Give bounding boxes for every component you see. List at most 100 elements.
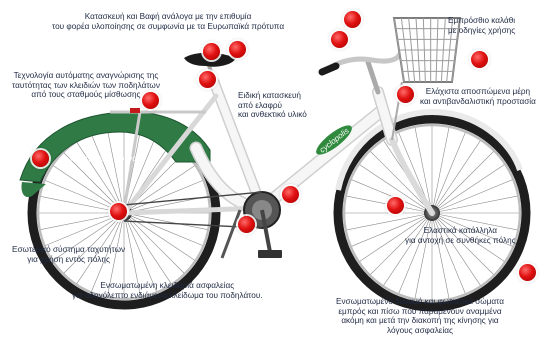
spoke xyxy=(431,164,505,214)
tires-line-2: για αντοχή σε συνθήκες πόλης xyxy=(405,235,516,245)
spoke xyxy=(346,212,433,231)
label-brakes: Προηγμένα φρένα xyxy=(70,153,138,164)
spoke xyxy=(76,212,125,284)
rear-light xyxy=(130,108,140,113)
spoke xyxy=(370,151,433,214)
label-anti-vandal: Ελάχιστα αποσπώμενα μέρη και αντιβανδαλι… xyxy=(420,87,536,106)
marker-tires xyxy=(519,264,536,281)
anti-vandal-line-1: Ελάχιστα αποσπώμενα μέρη xyxy=(425,87,531,96)
spoke xyxy=(107,129,125,214)
marker-saddle-handlebar xyxy=(331,31,348,48)
spoke xyxy=(431,179,513,214)
spoke xyxy=(123,134,157,214)
marker-rear-rack xyxy=(142,92,159,109)
tires-line-1: Ελαστικά κατάλληλα xyxy=(423,226,497,235)
spoke xyxy=(359,212,433,262)
lock-line-2: για οδηγόλεπτο ενδιάμεσο κλείδωμα του πο… xyxy=(72,290,263,300)
marker-lock xyxy=(238,216,255,233)
dynamo-lights-line-3: ακόμη και μετά την διακοπή της κίνησης γ… xyxy=(341,316,499,326)
front-basket-line-1: Εμπρόσθιο καλάθι xyxy=(448,16,516,25)
marker-front-basket xyxy=(471,51,488,68)
auto-recognition-line-3: από τους σταθμούς μίσθωσης xyxy=(31,90,141,100)
label-auto-recognition: Τεχνολογία αυτόματης αναγνώρισης της ταυ… xyxy=(12,71,160,100)
marker-brakes xyxy=(32,150,49,167)
internal-gears-line-2: για χρήση εντός πόλης xyxy=(27,254,110,264)
spoke xyxy=(398,212,433,294)
spoke xyxy=(431,212,450,299)
brakes-text: Προηγμένα φρένα xyxy=(70,153,138,163)
spoke xyxy=(91,134,125,214)
dynamo-lights-line-4: λόγους ασφαλείας xyxy=(387,325,453,335)
spoke xyxy=(431,127,450,214)
spoke xyxy=(45,212,125,246)
marker-anti-vandal xyxy=(397,86,414,103)
spoke xyxy=(123,212,195,261)
kickstand xyxy=(220,209,242,259)
fender-tip xyxy=(21,182,46,198)
spoke xyxy=(107,212,125,297)
spoke xyxy=(91,212,125,292)
spoke xyxy=(431,140,481,214)
dynamo-lights-line-2: εμπρός και πίσω που παραμένουν αναμμένα xyxy=(338,306,502,316)
spoke xyxy=(431,212,518,231)
spoke xyxy=(123,212,157,292)
marker-internal-gears xyxy=(110,203,127,220)
label-internal-gears: Εσωτερικό σύστημα ταχυτήτων για χρήση εν… xyxy=(12,245,125,264)
rear-rack xyxy=(110,110,206,211)
handlebar xyxy=(318,51,403,95)
spoke xyxy=(431,151,494,214)
spoke xyxy=(431,212,481,286)
spoke xyxy=(63,212,125,274)
auto-recognition-line-2: ταυτότητας των κλειδιών των ποδηλάτων xyxy=(12,80,160,90)
spoke xyxy=(431,212,466,294)
front-basket xyxy=(391,17,462,141)
spoke xyxy=(383,212,433,286)
dynamo-lights-line-1: Ενσωματωμένο δυναμό και φωτιστικά σώματα xyxy=(336,297,504,306)
spoke xyxy=(431,132,466,214)
spoke xyxy=(431,195,518,214)
auto-recognition-line-1: Τεχνολογία αυτόματης αναγνώρισης της xyxy=(13,71,159,80)
spoke xyxy=(414,212,433,299)
spoke xyxy=(123,212,185,274)
label-tires: Ελαστικά κατάλληλα για αντοχή σε συνθήκε… xyxy=(405,226,516,245)
lock-line-1: Ενσωματωμένη κλειδαριά ασφαλείας xyxy=(100,281,235,290)
front-basket-line-2: με οδηγίες χρήσης xyxy=(448,25,516,35)
internal-gears-line-1: Εσωτερικό σύστημα ταχυτήτων xyxy=(12,245,126,254)
spoke xyxy=(123,212,141,297)
spoke xyxy=(123,180,203,214)
label-dynamo-lights: Ενσωματωμένο δυναμό και φωτιστικά σώματα… xyxy=(336,297,504,335)
marker-down-tube xyxy=(282,186,299,203)
front-fender xyxy=(335,108,523,191)
spoke xyxy=(63,152,125,214)
marker-light-frame xyxy=(229,41,246,58)
marker-auto-recognition xyxy=(203,43,220,60)
spoke xyxy=(359,164,433,214)
label-light-frame: Ειδική κατασκευή από ελαφρύ και ανθεκτικ… xyxy=(238,91,307,120)
spoke xyxy=(370,212,433,275)
spoke xyxy=(351,212,433,247)
spoke xyxy=(351,179,433,214)
spoke xyxy=(123,212,203,246)
spoke xyxy=(431,212,505,262)
label-frame-paint: Κατασκευή και Βαφή ανάλογα με την επιθυμ… xyxy=(52,12,284,31)
label-lock: Ενσωματωμένη κλειδαριά ασφαλείας για οδη… xyxy=(72,281,263,300)
light-frame-line-3: και ανθεκτικό υλικό xyxy=(238,110,307,120)
marker-frame-paint xyxy=(344,11,361,28)
spoke xyxy=(431,212,494,275)
frame-paint-line-1: Κατασκευή και Βαφή ανάλογα με την επιθυμ… xyxy=(84,12,252,21)
light-frame-line-1: Ειδική κατασκευή xyxy=(238,91,301,100)
label-front-basket: Εμπρόσθιο καλάθι με οδηγίες χρήσης xyxy=(448,16,515,35)
rear-fender xyxy=(19,111,211,183)
marker-seat-tube xyxy=(199,71,216,88)
spoke xyxy=(123,212,208,230)
frame-paint-line-2: του φορέα υλοποίησης σε συμφωνία με τα Ε… xyxy=(52,21,285,31)
anti-vandal-line-2: και αντιβανδαλιστική προστασία xyxy=(420,96,536,106)
spoke xyxy=(53,212,125,261)
spoke xyxy=(76,142,125,214)
light-frame-line-2: από ελαφρύ xyxy=(238,100,283,110)
spoke xyxy=(431,212,513,247)
spoke xyxy=(123,165,195,214)
marker-front-hub xyxy=(387,197,404,214)
spoke xyxy=(123,212,172,284)
spoke xyxy=(414,127,433,214)
